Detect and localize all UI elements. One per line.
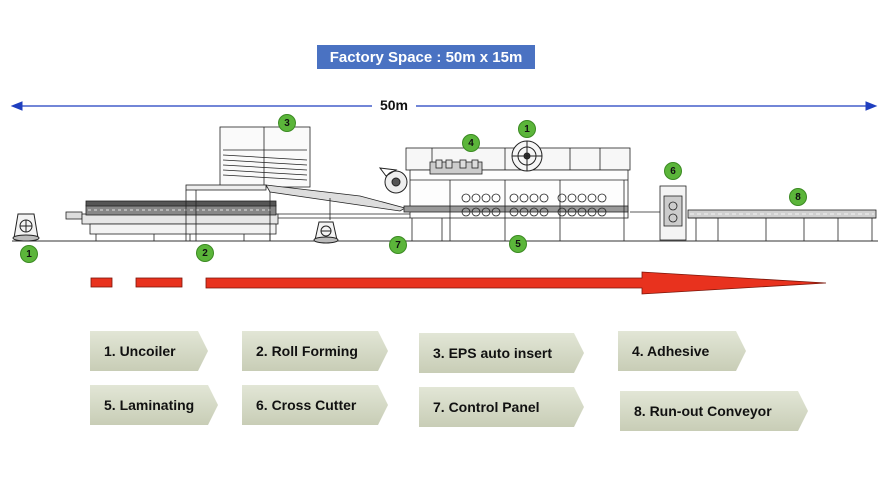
factory-space-title: Factory Space : 50m x 15m <box>317 45 535 69</box>
material-flow-arrow <box>90 271 827 295</box>
legend-laminating: 5. Laminating <box>90 385 218 425</box>
marker-eps-insert: 3 <box>278 114 296 132</box>
uncoiler-machine-middle <box>313 221 339 244</box>
adhesive-units <box>435 159 479 169</box>
marker-laminating: 5 <box>509 235 527 253</box>
legend-adhesive: 4. Adhesive <box>618 331 746 371</box>
marker-adhesive: 4 <box>462 134 480 152</box>
legend-roll-forming: 2. Roll Forming <box>242 331 388 371</box>
coil-roll-top <box>511 140 543 172</box>
legend-run-out-conveyor: 8. Run-out Conveyor <box>620 391 808 431</box>
eps-auto-insert-tower <box>185 126 407 241</box>
dimension-label: 50m <box>372 95 416 115</box>
dimension-arrow <box>10 101 878 111</box>
cross-cutter-machine <box>630 185 687 241</box>
marker-uncoiler-left: 1 <box>20 245 38 263</box>
marker-uncoiler-top: 1 <box>518 120 536 138</box>
marker-run-out-conveyor: 8 <box>789 188 807 206</box>
legend-uncoiler: 1. Uncoiler <box>90 331 208 371</box>
legend-control-panel: 7. Control Panel <box>419 387 584 427</box>
roll-forming-machine <box>65 200 410 241</box>
marker-control-panel: 7 <box>389 236 407 254</box>
uncoiler-machine-left <box>12 213 40 242</box>
marker-cross-cutter: 6 <box>664 162 682 180</box>
control-panel-unit <box>378 167 408 194</box>
legend-cross-cutter: 6. Cross Cutter <box>242 385 388 425</box>
marker-roll-forming: 2 <box>196 244 214 262</box>
legend-eps-auto-insert: 3. EPS auto insert <box>419 333 584 373</box>
run-out-conveyor <box>687 209 877 241</box>
